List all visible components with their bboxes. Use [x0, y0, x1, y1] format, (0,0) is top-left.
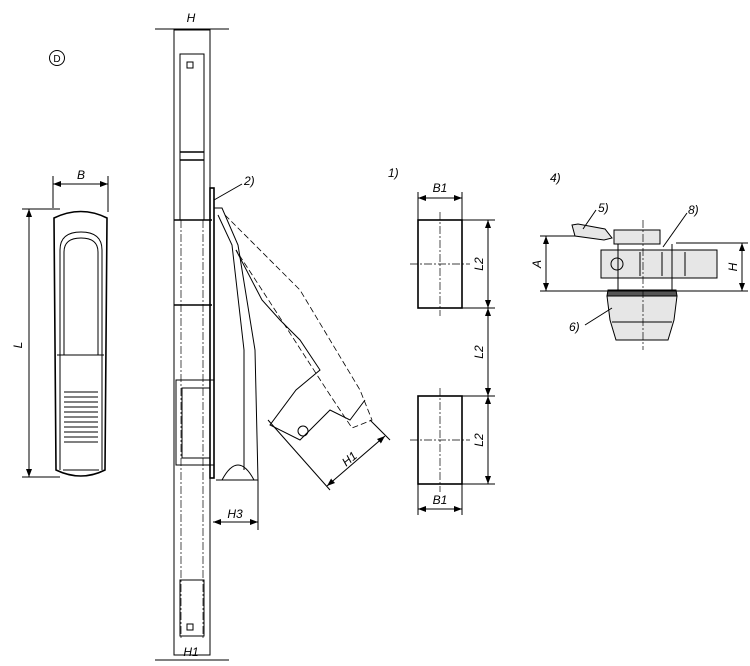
- svg-text:L2: L2: [472, 257, 486, 271]
- detail-1-hole-pattern: B1 B1 L2 L2 L2: [410, 181, 495, 515]
- svg-text:6): 6): [569, 320, 580, 334]
- dimension-h3: H3: [213, 480, 259, 530]
- dimension-h: H: [155, 11, 229, 30]
- dimension-h1-open: H1: [267, 419, 391, 491]
- view-marker: D: [49, 50, 65, 66]
- svg-text:B1: B1: [433, 181, 448, 195]
- detail-4-lock-assembly: A H 5) 8) 6): [530, 201, 748, 350]
- note-1: 1): [388, 166, 399, 180]
- svg-text:H: H: [187, 11, 196, 25]
- svg-text:B: B: [77, 168, 85, 182]
- svg-text:B1: B1: [433, 493, 448, 507]
- svg-text:H: H: [726, 262, 740, 271]
- svg-text:5): 5): [598, 201, 609, 215]
- svg-text:H3: H3: [227, 507, 243, 521]
- svg-text:8): 8): [688, 203, 699, 217]
- handle-front-view: [53, 210, 108, 477]
- svg-text:2): 2): [243, 174, 255, 188]
- svg-text:L2: L2: [472, 345, 486, 359]
- svg-text:L: L: [11, 342, 25, 349]
- svg-text:H1: H1: [183, 645, 198, 659]
- svg-text:L2: L2: [472, 433, 486, 447]
- note-2: 2): [213, 174, 255, 201]
- note-4: 4): [550, 171, 561, 185]
- grip-ribs: [64, 391, 98, 443]
- svg-text:A: A: [530, 260, 544, 269]
- dimension-l: L: [11, 208, 60, 478]
- dimension-h1-bottom: H1: [155, 645, 229, 661]
- handle-open-position: [224, 214, 373, 441]
- handle-side-view: [173, 29, 259, 656]
- svg-text:H1: H1: [339, 449, 360, 470]
- dimension-b: B: [52, 168, 109, 212]
- svg-text:D: D: [53, 54, 60, 65]
